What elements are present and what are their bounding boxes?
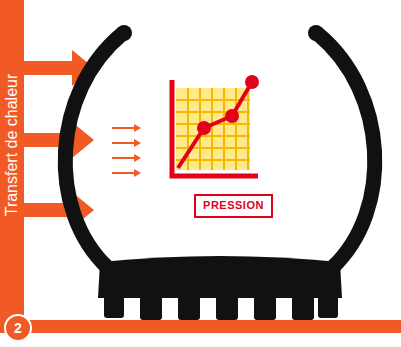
callout-text: 2 — [14, 321, 22, 335]
callout-number: 2 — [4, 314, 32, 342]
heat-transfer-band: Transfert de chaleur — [0, 0, 24, 333]
bottom-bar — [0, 320, 401, 333]
vertical-label: Transfert de chaleur — [4, 74, 20, 217]
inner-arrows — [112, 124, 141, 177]
pressure-label-box: PRESSION — [194, 194, 273, 218]
pressure-chart-icon — [172, 75, 259, 176]
box-label: PRESSION — [203, 199, 264, 212]
tire-section — [65, 25, 375, 320]
